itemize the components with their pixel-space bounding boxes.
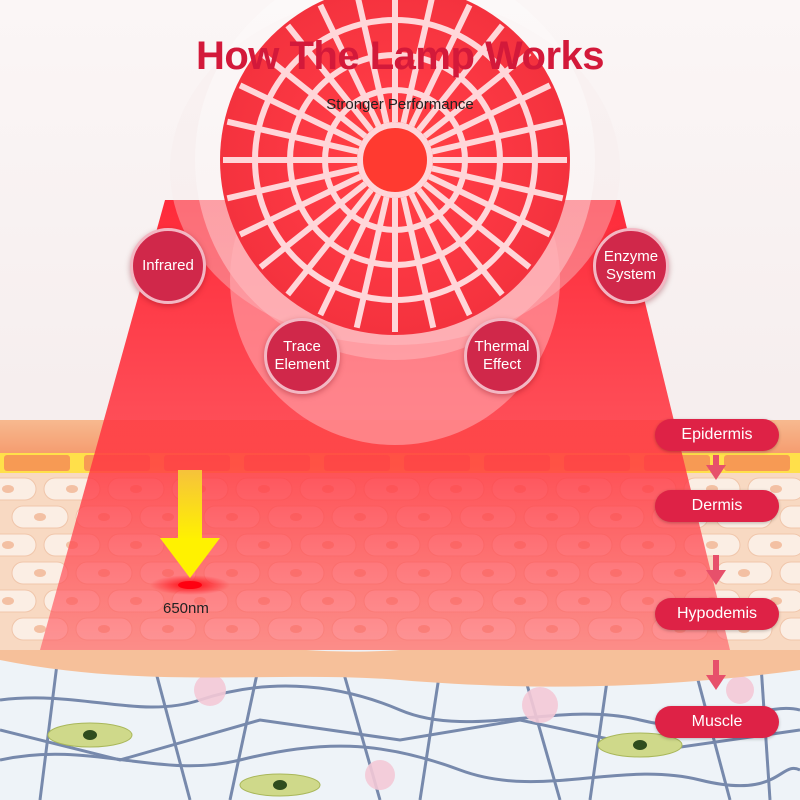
layer-label-hypodermis: Hypodemis xyxy=(655,598,779,630)
feature-badge-thermal-effect: Thermal Effect xyxy=(464,318,540,394)
layer-label-dermis: Dermis xyxy=(655,490,779,522)
layer-label-muscle: Muscle xyxy=(655,706,779,738)
feature-badge-trace-element: Trace Element xyxy=(264,318,340,394)
feature-badge-infrared: Infrared xyxy=(130,228,206,304)
feature-badge-enzyme-system: Enzyme System xyxy=(593,228,669,304)
layer-label-epidermis: Epidermis xyxy=(655,419,779,451)
wavelength-label: 650nm xyxy=(163,600,209,617)
page-subtitle: Stronger Performance xyxy=(0,96,800,113)
page-title: How The Lamp Works xyxy=(0,34,800,79)
